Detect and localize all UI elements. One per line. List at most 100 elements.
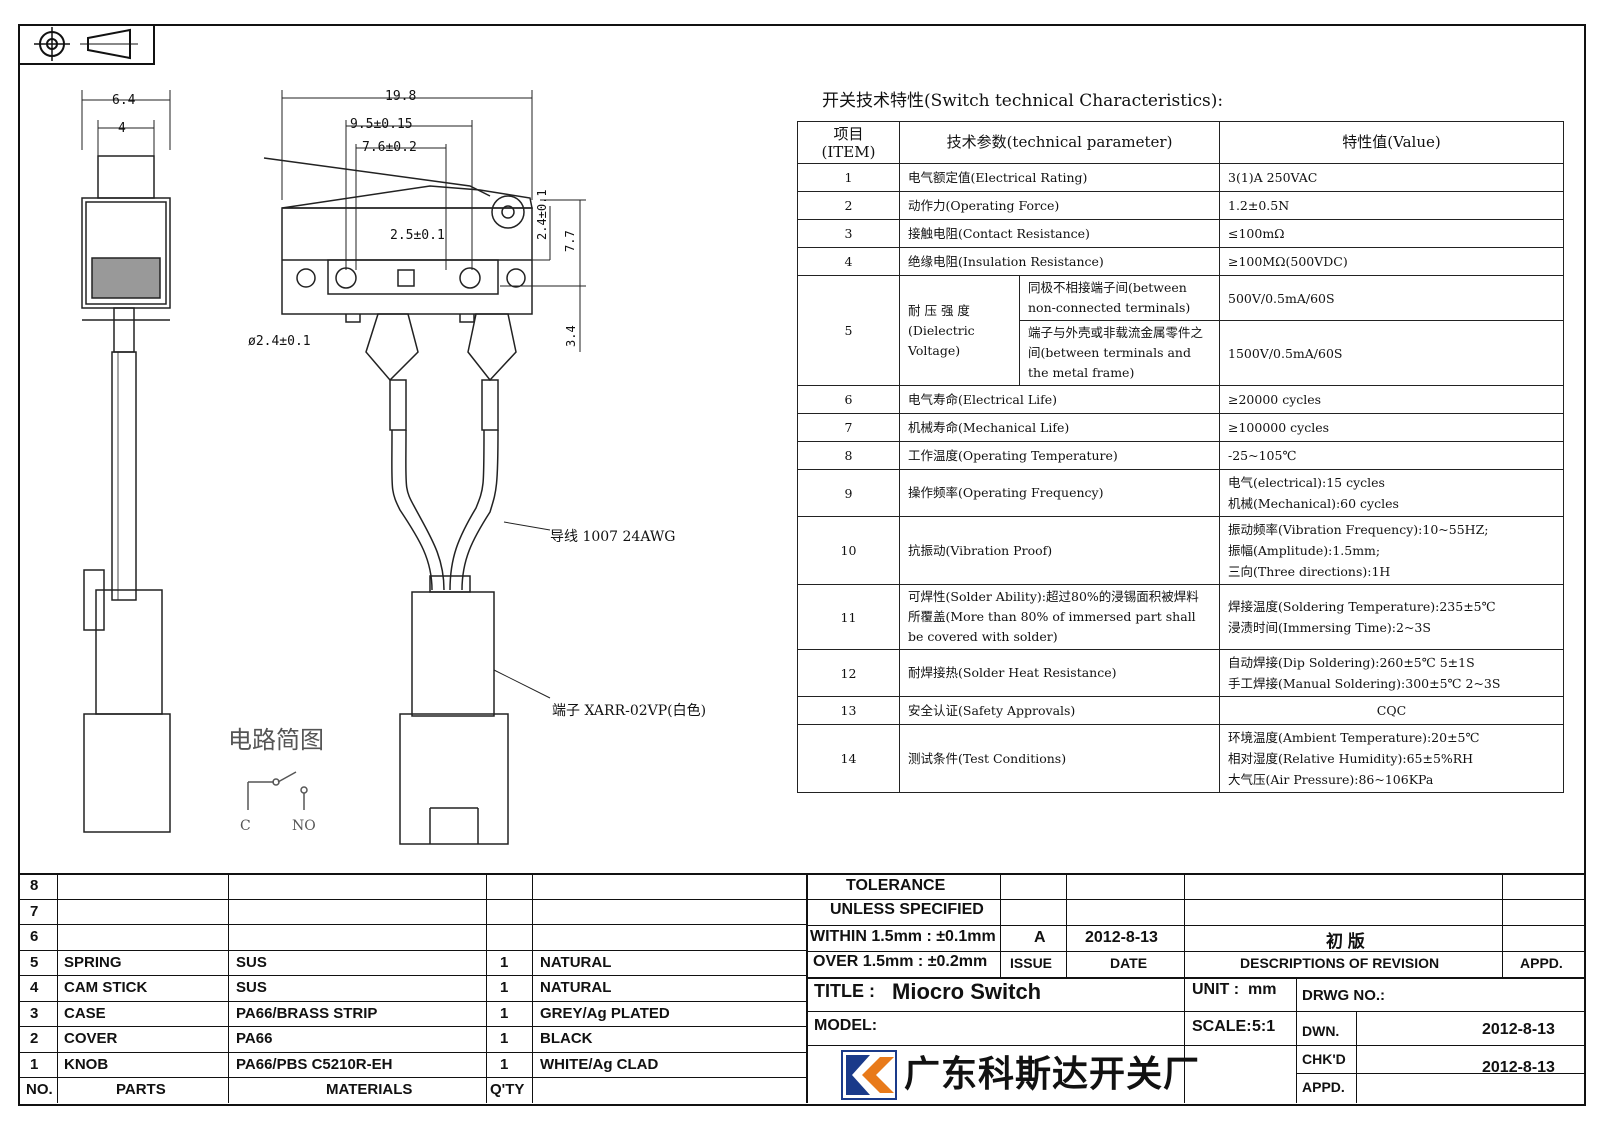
spec-row-number: 3 — [797, 219, 900, 248]
dim-9-5: 9.5±0.15 — [350, 117, 413, 132]
circuit-no: NO — [292, 818, 316, 834]
rev-desc: 初 版 — [1326, 932, 1365, 951]
bom-material: PA66/PBS C5210R-EH — [236, 1055, 393, 1073]
spec-row-value: -25~105℃ — [1219, 441, 1564, 470]
spec-row-value: 3(1)A 250VAC — [1219, 163, 1564, 192]
dim-3-4: 3.4 — [564, 325, 578, 347]
tolerance-line-4: OVER 1.5mm : ±0.2mm — [813, 953, 988, 970]
bom-part: CASE — [64, 1004, 106, 1022]
scale-value: 5:1 — [1252, 1018, 1276, 1035]
bom-finish: NATURAL — [540, 979, 612, 996]
dim-7-6: 7.6±0.2 — [362, 140, 417, 155]
header-desc: DESCRIPTIONS OF REVISION — [1240, 955, 1440, 971]
spec-row-value: 1500V/0.5mA/60S — [1219, 320, 1564, 386]
spec-row-param: 抗振动(Vibration Proof) — [899, 516, 1220, 585]
bom-finish: WHITE/Ag CLAD — [540, 1055, 659, 1073]
drwg-label: DRWG NO.: — [1302, 987, 1386, 1004]
chkd-label: CHK'D — [1302, 1051, 1346, 1067]
header-item: 项目 (ITEM) — [797, 121, 900, 164]
title-value: Miocro Switch — [892, 979, 1042, 1004]
bom-part: COVER — [64, 1030, 118, 1047]
bom-no: 1 — [30, 1055, 39, 1073]
spec-row-number: 2 — [797, 191, 900, 220]
spec-row-subparam: 同极不相接端子间(between non-connected terminals… — [1019, 275, 1220, 321]
dim-7-7: 7.7 — [563, 230, 577, 252]
dim-6-4: 6.4 — [112, 93, 136, 108]
spec-row-value: ≥100000 cycles — [1219, 413, 1564, 442]
front-view-drawing — [263, 90, 586, 845]
spec-row-param: 动作力(Operating Force) — [899, 191, 1220, 220]
bom-material: SUS — [236, 979, 267, 996]
spec-row-value: 焊接温度(Soldering Temperature):235±5℃ 浸渍时间(… — [1219, 584, 1564, 650]
spec-row-number: 11 — [797, 584, 900, 650]
bom-no: 8 — [30, 877, 39, 894]
dwn-label: DWN. — [1302, 1023, 1340, 1039]
header-value: 特性值(Value) — [1219, 121, 1564, 164]
spec-row-param: 电气寿命(Electrical Life) — [899, 385, 1220, 414]
spec-row-number: 9 — [797, 469, 900, 517]
company-name: 广东科斯达开关厂 — [904, 1054, 1201, 1095]
model-label: MODEL: — [814, 1017, 878, 1034]
spec-row-number: 13 — [797, 696, 900, 725]
dwn-date: 2012-8-13 — [1482, 1021, 1555, 1038]
bom-qty: 1 — [500, 1004, 509, 1022]
spec-row-value: ≥20000 cycles — [1219, 385, 1564, 414]
bom-finish: BLACK — [540, 1030, 593, 1047]
spec-row-number: 1 — [797, 163, 900, 192]
side-view-drawing — [81, 90, 171, 833]
bom-qty: 1 — [500, 1030, 509, 1047]
bom-no: 7 — [30, 902, 39, 920]
chkd-date: 2012-8-13 — [1482, 1059, 1555, 1076]
bom-material: PA66 — [236, 1030, 273, 1047]
scale-label: SCALE: — [1192, 1018, 1252, 1035]
bom-no: 2 — [30, 1030, 39, 1047]
unit-label: UNIT : — [1192, 981, 1240, 998]
bom-no: 6 — [30, 928, 39, 945]
rev-issue: A — [1034, 929, 1046, 946]
company-logo-icon — [841, 1050, 897, 1100]
spec-row-param: 工作温度(Operating Temperature) — [899, 441, 1220, 470]
spec-row-number: 12 — [797, 649, 900, 697]
spec-row-param: 耐焊接热(Solder Heat Resistance) — [899, 649, 1220, 697]
dim-19-8: 19.8 — [385, 89, 417, 104]
bom-qty: 1 — [500, 979, 509, 996]
spec-row-value: 1.2±0.5N — [1219, 191, 1564, 220]
bom-no: 3 — [30, 1004, 39, 1022]
circuit-c: C — [240, 818, 251, 834]
spec-row-value: 500V/0.5mA/60S — [1219, 275, 1564, 321]
bom-footer-qty: Q'TY — [490, 1081, 525, 1098]
tolerance-line-3: WITHIN 1.5mm : ±0.1mm — [810, 928, 996, 945]
terminal-label: 端子 XARR-02VP(白色) — [552, 703, 707, 719]
header-appd: APPD. — [1520, 955, 1563, 971]
appd-label: APPD. — [1302, 1079, 1345, 1095]
spec-row-param: 测试条件(Test Conditions) — [899, 724, 1220, 793]
spec-row-param: 可焊性(Solder Ability):超过80%的浸锡面积被焊料所覆盖(Mor… — [899, 584, 1220, 650]
bom-footer-parts: PARTS — [116, 1081, 166, 1098]
spec-row-value: ≤100mΩ — [1219, 219, 1564, 248]
dim-2-5: 2.5±0.1 — [390, 228, 445, 243]
title-label: TITLE : — [814, 981, 875, 1001]
circuit-title: 电路简图 — [228, 726, 324, 754]
header-date: DATE — [1110, 955, 1148, 971]
spec-header-row: 项目 (ITEM) 技术参数(technical parameter) 特性值(… — [797, 121, 1564, 164]
drawing-frame — [18, 24, 1586, 1106]
spec-row-number: 4 — [797, 247, 900, 276]
spec-row-value: ≥100MΩ(500VDC) — [1219, 247, 1564, 276]
spec-row-value: 电气(electrical):15 cycles 机械(Mechanical):… — [1219, 469, 1564, 517]
dim-hole: ø2.4±0.1 — [248, 334, 311, 349]
dim-2-4: 2.4±0.1 — [535, 189, 549, 240]
rev-date: 2012-8-13 — [1085, 929, 1158, 946]
spec-row-param: 耐 压 强 度 (Dielectric Voltage) — [899, 275, 1020, 386]
spec-row-value: 环境温度(Ambient Temperature):20±5℃ 相对湿度(Rel… — [1219, 724, 1564, 793]
